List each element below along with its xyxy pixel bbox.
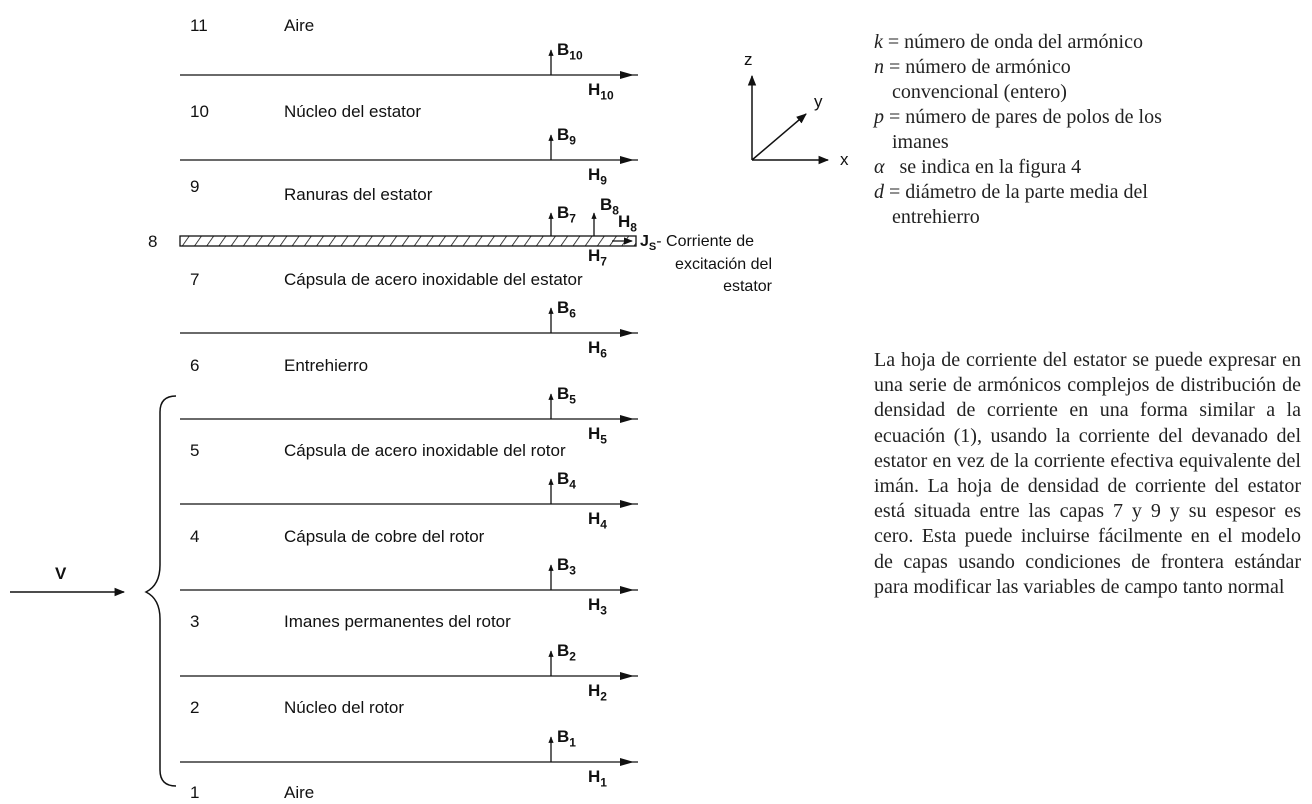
layer-name-4: Cápsula de cobre del rotor xyxy=(284,527,485,546)
b-label-6: B6 xyxy=(557,298,576,321)
layer-number-2: 2 xyxy=(190,698,200,717)
h-label-1: H1 xyxy=(588,767,607,790)
layer-model-figure xyxy=(10,49,830,787)
legend-item-n: n = número de armónico xyxy=(874,56,1071,78)
h-label-3: H3 xyxy=(588,595,607,618)
layer-name-3: Imanes permanentes del rotor xyxy=(284,612,511,631)
layer-number-7: 7 xyxy=(190,270,200,289)
boundary-lines xyxy=(180,74,638,763)
legend-item-d: d = diámetro de la parte media del xyxy=(874,181,1148,203)
b-label-7: B7 xyxy=(557,203,576,226)
h-label-8: H8 xyxy=(618,212,637,235)
layer-name-2: Núcleo del rotor xyxy=(284,698,405,717)
h-label-10: H10 xyxy=(588,80,614,103)
stator-current-sheet xyxy=(179,235,637,247)
h-label-5: H5 xyxy=(588,424,607,447)
b-label-9: B9 xyxy=(557,125,576,148)
layer-name-10: Núcleo del estator xyxy=(284,102,422,121)
legend-item-k: k = número de onda del armónico xyxy=(874,31,1143,53)
legend-item-p: p = número de pares de polos de los xyxy=(874,106,1162,128)
layer-name-1: Aire xyxy=(284,783,315,802)
b-label-3: B3 xyxy=(557,555,576,578)
legend-item-n-cont: convencional (entero) xyxy=(892,81,1067,103)
coordinate-axes xyxy=(747,74,830,165)
layer-number-3: 3 xyxy=(190,612,200,631)
layer-number-10: 10 xyxy=(190,102,209,121)
legend-item-d-cont: entrehierro xyxy=(892,206,980,228)
layer-number-11: 11 xyxy=(190,16,208,35)
js-description-line3: estator xyxy=(723,278,772,295)
layer-name-5: Cápsula de acero inoxidable del rotor xyxy=(284,441,566,460)
rotor-brace xyxy=(144,395,177,787)
b-label-5: B5 xyxy=(557,384,576,407)
legend-item-p-cont: imanes xyxy=(892,131,949,153)
js-symbol: JS xyxy=(640,233,657,254)
h-label-6: H6 xyxy=(588,338,607,361)
axis-x-label: x xyxy=(840,150,849,169)
layer-number-6: 6 xyxy=(190,356,200,375)
symbol-legend: k = número de onda del armónico n = núme… xyxy=(874,30,1306,230)
layer-number-4: 4 xyxy=(190,527,200,546)
velocity-label: V xyxy=(55,564,67,583)
layer-number-1: 1 xyxy=(190,783,200,802)
b-arrows xyxy=(548,49,597,762)
layer-name-7: Cápsula de acero inoxidable del estator xyxy=(284,270,583,289)
js-description-line2: excitación del xyxy=(675,256,772,273)
h-label-4: H4 xyxy=(588,509,607,532)
h-label-2: H2 xyxy=(588,681,607,704)
legend-item-alpha: α se indica en la figura 4 xyxy=(874,156,1082,178)
h-arrowheads xyxy=(620,71,634,766)
h-label-9: H9 xyxy=(588,165,607,188)
layer-number-8: 8 xyxy=(148,232,158,251)
js-annotation: JS- Corriente de xyxy=(640,233,754,253)
layer-number-9: 9 xyxy=(190,177,200,196)
layer-name-11: Aire xyxy=(284,16,315,35)
axis-y-label: y xyxy=(814,92,823,111)
b-label-4: B4 xyxy=(557,469,576,492)
b-label-2: B2 xyxy=(557,641,576,664)
h-label-7: H7 xyxy=(588,246,607,269)
body-paragraph: La hoja de corriente del estator se pued… xyxy=(874,349,1301,598)
axis-z-label: z xyxy=(744,50,753,69)
b-label-8: B8 xyxy=(600,195,619,218)
layer-name-9: Ranuras del estator xyxy=(284,185,433,204)
layer-number-5: 5 xyxy=(190,441,200,460)
b-label-10: B10 xyxy=(557,40,583,63)
b-label-1: B1 xyxy=(557,727,576,750)
layer-name-6: Entrehierro xyxy=(284,356,369,375)
js-description-line1: - Corriente de xyxy=(656,233,755,250)
